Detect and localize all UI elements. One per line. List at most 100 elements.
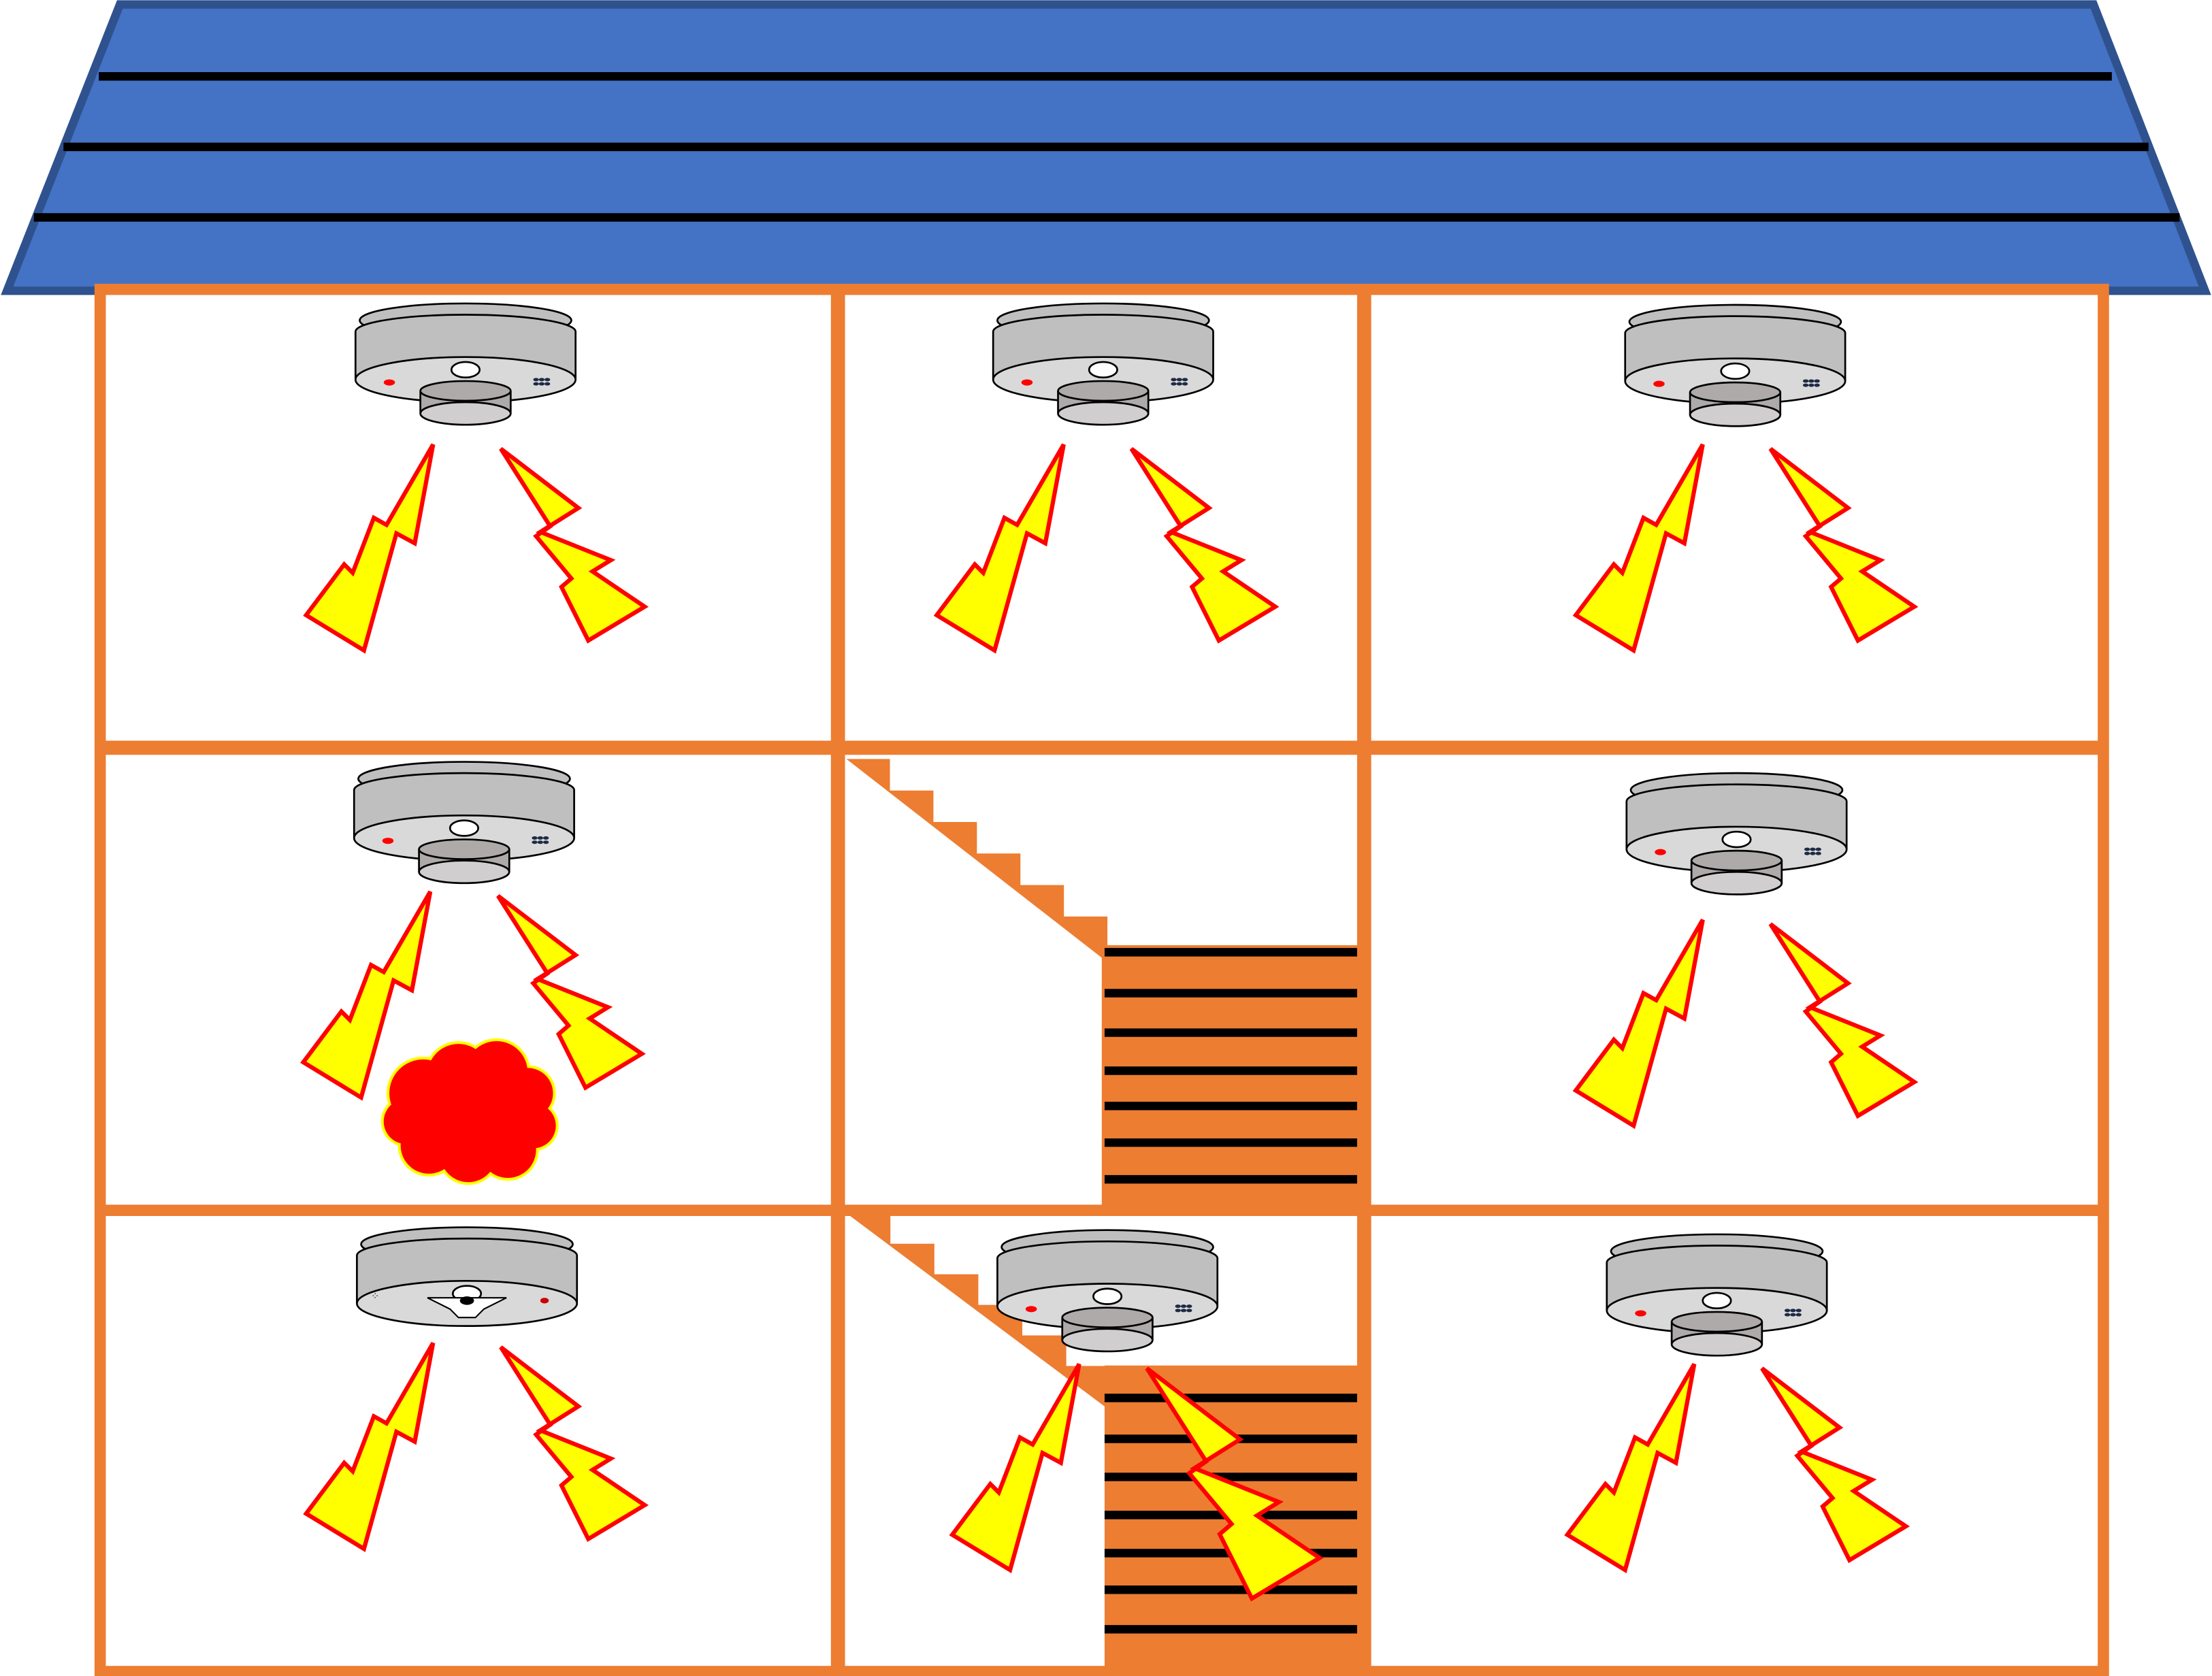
detector-vent — [1176, 378, 1182, 382]
detector-vent — [1795, 1313, 1802, 1317]
wireless-signal-bolt-icon — [1145, 1366, 1324, 1602]
detector-led — [1655, 849, 1666, 855]
detector-button-face — [1057, 401, 1150, 426]
detector-vent — [533, 382, 539, 386]
detector-vent — [1810, 851, 1816, 855]
detector-sensor — [1702, 1292, 1732, 1310]
detector-button-top — [419, 380, 512, 402]
roof — [1, 0, 2211, 295]
detector-vent — [1802, 379, 1809, 383]
detector-vents: ⁘ — [371, 1291, 379, 1302]
detector-sensor — [1721, 830, 1752, 849]
detector-vent — [1790, 1309, 1796, 1313]
detector-vent — [532, 836, 538, 840]
smoke-detector-icon: ⁘ — [356, 1226, 579, 1328]
detector-vent — [542, 840, 549, 844]
detector-vent — [537, 840, 543, 844]
detector-vent — [1182, 378, 1188, 382]
wireless-signal-bolt-icon — [1129, 446, 1280, 644]
fire-cloud-icon — [380, 1038, 559, 1185]
wireless-signal-bolt-icon — [949, 1363, 1081, 1574]
detector-sensor — [1088, 361, 1118, 379]
detector-vent — [1180, 1304, 1187, 1309]
detector-button-face — [1670, 1332, 1763, 1357]
detector-vent — [538, 378, 545, 382]
detector-vent — [1790, 1313, 1796, 1317]
wireless-signal-bolt-icon — [933, 443, 1066, 654]
detector-vent — [542, 836, 549, 840]
wireless-signal-bolt-icon — [300, 890, 433, 1101]
detector-vent — [1814, 383, 1820, 387]
detector-vent — [1814, 379, 1820, 383]
detector-mount — [427, 1297, 507, 1319]
smoke-detector-icon — [354, 302, 577, 426]
detector-vent — [1810, 847, 1816, 851]
detector-vent — [1171, 382, 1177, 386]
wireless-signal-bolt-icon — [1572, 919, 1705, 1130]
detector-vent — [1186, 1309, 1192, 1313]
wireless-signal-bolt-icon — [499, 1345, 649, 1543]
smoke-detector-icon — [1624, 303, 1847, 427]
detector-vent — [1784, 1313, 1791, 1317]
stairs — [846, 759, 1362, 1673]
detector-vent — [1802, 383, 1809, 387]
detector-button-face — [1689, 402, 1782, 427]
detector-vent — [1186, 1304, 1192, 1309]
smoke-detector-icon — [1606, 1233, 1828, 1357]
wireless-signal-bolt-icon — [499, 446, 649, 644]
detector-vent — [1175, 1304, 1181, 1309]
detector-button-top — [1689, 381, 1782, 404]
detector-led — [382, 838, 394, 844]
detector-button-face — [419, 401, 512, 426]
detector-vent — [537, 836, 543, 840]
detector-sensor — [1092, 1287, 1123, 1305]
detector-button-face — [1690, 870, 1783, 895]
smoke-detector-icon — [1625, 772, 1848, 895]
detector-sensor — [1720, 362, 1751, 380]
smoke-detector-icon — [992, 302, 1214, 426]
staircase-steps — [846, 1213, 1111, 1411]
detector-led — [1021, 379, 1033, 386]
detector-vent — [1815, 847, 1821, 851]
detector-led — [1025, 1306, 1037, 1313]
detector-vent — [1808, 379, 1815, 383]
detector-sensor — [450, 361, 481, 379]
wireless-signal-bolt-icon — [1564, 1363, 1697, 1574]
detector-vent — [532, 840, 538, 844]
wireless-signal-bolt-icon — [1768, 446, 1919, 644]
walls — [94, 283, 2109, 1676]
staircase-block — [1101, 945, 1362, 1211]
detector-button-top — [418, 838, 510, 860]
outer-wall — [94, 283, 2109, 1676]
detector-button-top — [1690, 849, 1783, 872]
wireless-signal-bolt-icon — [496, 894, 646, 1091]
detector-vent — [1795, 1309, 1802, 1313]
detector-vent — [544, 378, 551, 382]
detector-vent — [1176, 382, 1182, 386]
detector-vent — [1804, 851, 1810, 855]
detector-led — [1653, 380, 1665, 387]
detector-led — [383, 379, 395, 386]
wireless-signal-bolt-icon — [303, 1341, 436, 1552]
detector-hole — [459, 1296, 474, 1305]
staircase-steps — [846, 759, 1108, 962]
detector-vent — [1175, 1309, 1181, 1313]
wireless-signal-bolt-icon — [1760, 1366, 1910, 1564]
smoke-detector-icon — [353, 761, 575, 885]
room-contents: ⁘ — [300, 302, 1919, 1602]
fire-puff — [416, 1065, 515, 1164]
detector-led — [1635, 1310, 1646, 1317]
detector-vent — [1784, 1309, 1791, 1313]
detector-button-face — [1061, 1328, 1154, 1353]
detector-vent — [544, 382, 551, 386]
detector-sensor — [449, 819, 479, 837]
wireless-signal-bolt-icon — [303, 443, 436, 654]
detector-vent — [1808, 383, 1815, 387]
detector-vent — [1804, 847, 1810, 851]
detector-button-top — [1670, 1311, 1763, 1333]
detector-vent — [533, 378, 539, 382]
detector-button-face — [418, 859, 510, 885]
detector-button-top — [1057, 380, 1150, 402]
wireless-signal-bolt-icon — [1572, 443, 1705, 654]
